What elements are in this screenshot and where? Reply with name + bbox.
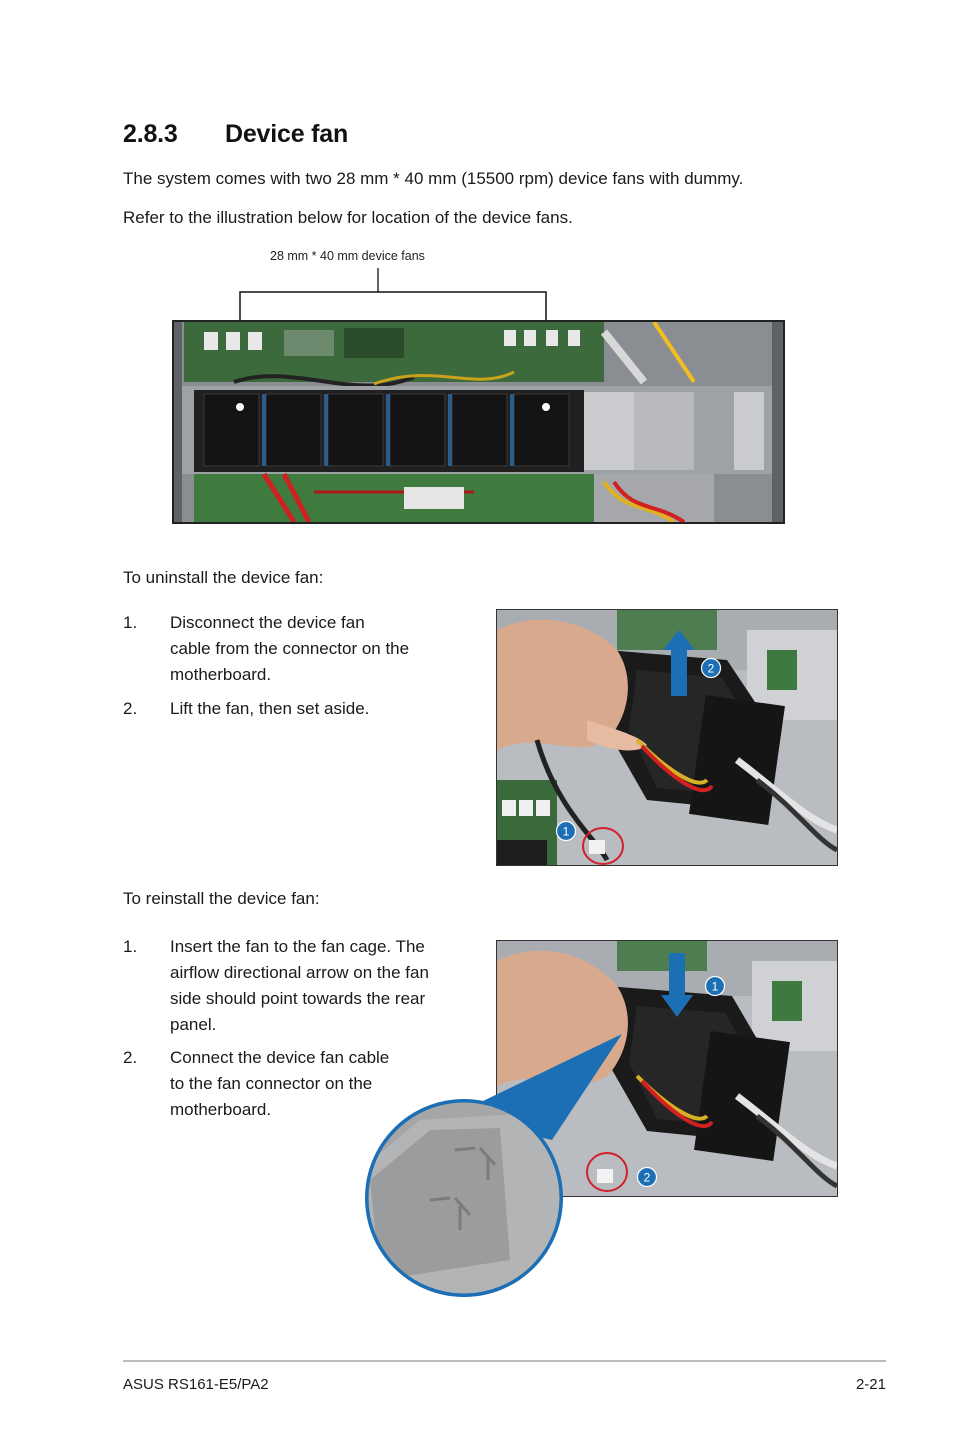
reinstall-step-2-line-3: motherboard. <box>170 1100 272 1119</box>
section-title: Device fan <box>225 120 349 148</box>
reinstall-marker-1: 1 <box>704 975 726 997</box>
reinstall-connector-highlight <box>586 1152 628 1192</box>
reinstall-step-1-text: Insert the fan to the fan cage. The airf… <box>170 934 429 1038</box>
airflow-arrow-magnifier <box>365 1034 622 1297</box>
uninstall-connector-highlight <box>582 827 624 865</box>
reinstall-step-2-number: 2. <box>123 1048 138 1067</box>
reinstall-heading: To reinstall the device fan: <box>123 889 320 908</box>
intro-paragraph-1: The system comes with two 28 mm * 40 mm … <box>123 169 744 188</box>
reinstall-step-1-line-3: side should point towards the rear <box>170 989 426 1008</box>
reinstall-step-2-line-2: to the fan connector on the <box>170 1074 373 1093</box>
section-number: 2.8.3 <box>123 120 178 148</box>
uninstall-step-1-line-3: motherboard. <box>170 665 272 684</box>
uninstall-step-2-number: 2. <box>123 699 138 718</box>
uninstall-fan-photo <box>496 609 838 866</box>
uninstall-step-2-text: Lift the fan, then set aside. <box>170 699 370 718</box>
uninstall-step-1-number: 1. <box>123 613 138 632</box>
reinstall-step-2-text: Connect the device fan cable to the fan … <box>170 1045 389 1123</box>
reinstall-step-1-line-2: airflow directional arrow on the fan <box>170 963 429 982</box>
uninstall-marker-1: 1 <box>555 820 577 842</box>
reinstall-step-1-number: 1. <box>123 937 138 956</box>
uninstall-step-1-line-1: Disconnect the device fan <box>170 613 365 632</box>
uninstall-step-1-text: Disconnect the device fan cable from the… <box>170 610 409 688</box>
intro-paragraph-2: Refer to the illustration below for loca… <box>123 208 573 227</box>
uninstall-step-1-line-2: cable from the connector on the <box>170 639 410 658</box>
footer-product-name: ASUS RS161-E5/PA2 <box>123 1376 269 1393</box>
reinstall-marker-2: 2 <box>636 1166 658 1188</box>
reinstall-marker-2-label: 2 <box>644 1171 651 1185</box>
fan-location-markers <box>235 402 551 412</box>
footer-page-number: 2-21 <box>855 1376 886 1393</box>
uninstall-marker-1-label: 1 <box>563 825 570 839</box>
uninstall-heading: To uninstall the device fan: <box>123 568 324 587</box>
uninstall-marker-2: 2 <box>700 657 722 679</box>
uninstall-marker-2-label: 2 <box>708 662 715 676</box>
footer-rule <box>123 1360 886 1362</box>
reinstall-step-2-line-1: Connect the device fan cable <box>170 1048 390 1067</box>
device-fans-callout-label: 28 mm * 40 mm device fans <box>270 249 425 263</box>
reinstall-marker-1-label: 1 <box>712 980 719 994</box>
section-heading: 2.8.3 Device fan <box>123 120 348 149</box>
reinstall-step-1-line-1: Insert the fan to the fan cage. The <box>170 937 425 956</box>
reinstall-step-1-line-4: panel. <box>170 1015 217 1034</box>
chassis-fan-location-photo <box>172 320 785 524</box>
